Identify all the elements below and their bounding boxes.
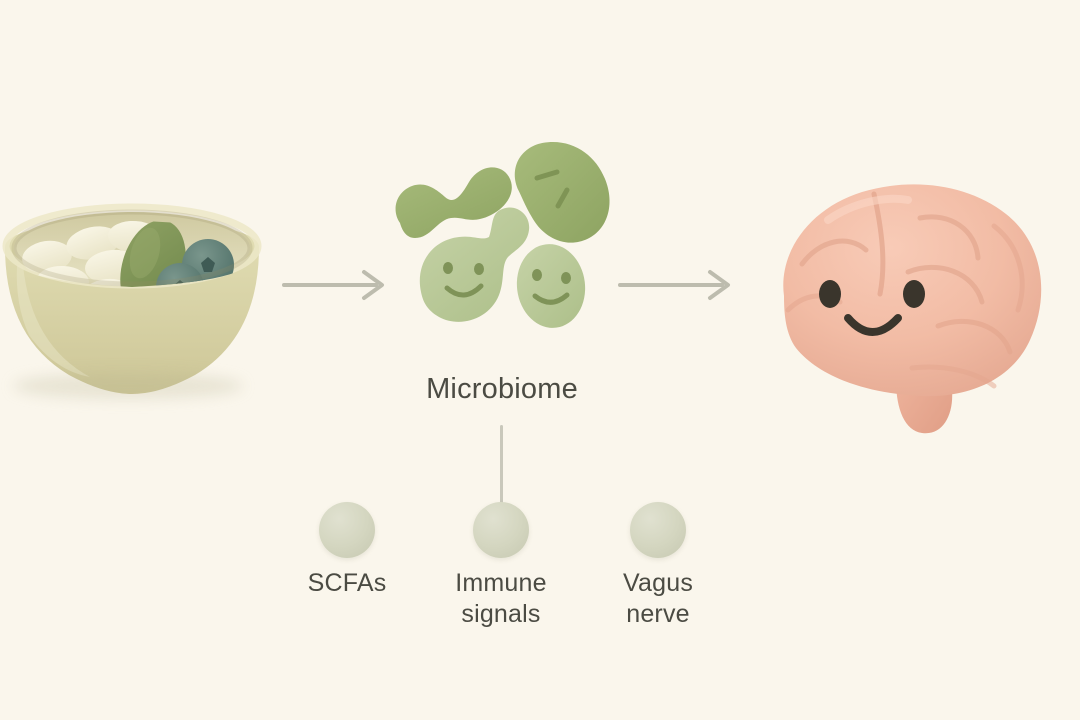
- microbe-oval-face: [516, 244, 586, 328]
- brain-face: [819, 280, 925, 336]
- bowl-shadow: [13, 373, 243, 399]
- brain-eye-left: [819, 280, 841, 308]
- brain-eye-right: [903, 280, 925, 308]
- bowl-illustration: [2, 203, 262, 394]
- microbe-illustration: [395, 141, 610, 328]
- microbiome-label: Microbiome: [426, 373, 578, 405]
- arrow-microbiome-to-brain: [618, 268, 740, 302]
- microbe-peanut: [395, 167, 512, 238]
- microbe-bean: [514, 141, 610, 243]
- brain: [762, 168, 1052, 453]
- mediator-dot-immune-signals[interactable]: [473, 502, 529, 558]
- microbiome-cluster: [385, 120, 620, 350]
- brain-illustration: [783, 184, 1042, 434]
- food-bowl: [0, 195, 270, 410]
- connector-microbiome-to-immune: [500, 425, 503, 513]
- brain-smile: [844, 314, 902, 336]
- mediator-dot-vagus-nerve[interactable]: [630, 502, 686, 558]
- arrow-food-to-microbiome: [282, 268, 394, 302]
- mediator-label-scfas: SCFAs: [307, 569, 387, 597]
- pickle-piece: [120, 221, 186, 287]
- microbe-budding-face: [419, 207, 530, 322]
- mediator-label-vagus-nerve: Vagus nerve: [622, 569, 694, 628]
- mediator-dot-scfas[interactable]: [319, 502, 375, 558]
- mediator-label-immune-signals: Immune signals: [455, 569, 547, 628]
